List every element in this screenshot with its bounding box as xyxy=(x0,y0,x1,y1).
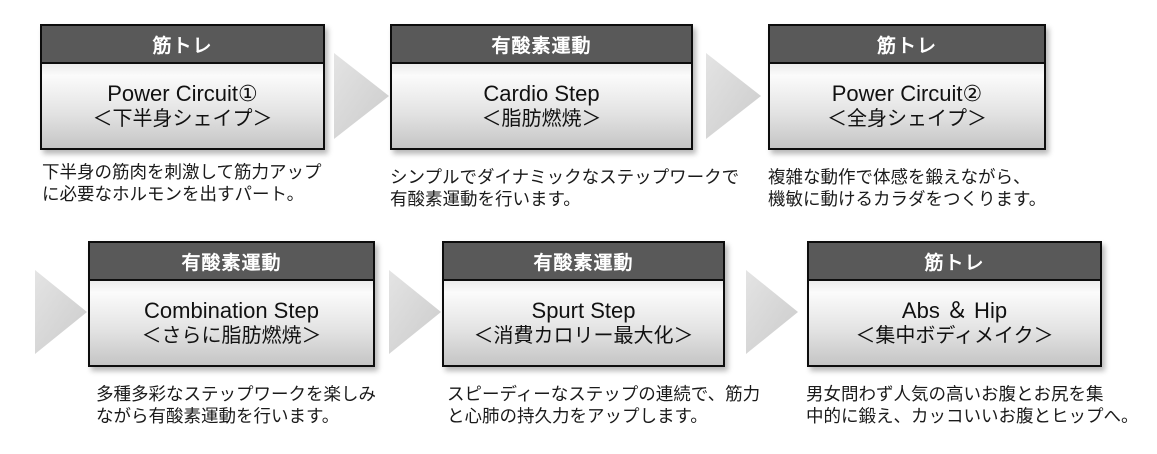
step-title: Abs ＆ Hip xyxy=(901,297,1008,323)
description-line: 下半身の筋肉を刺激して筋力アップ xyxy=(42,162,322,182)
category-label: 有酸素運動 xyxy=(491,35,592,57)
description-line: ながら有酸素運動を行います。 xyxy=(96,405,340,426)
right-arrow-icon xyxy=(746,270,798,354)
flow-step-box-1: 筋トレ Power Circuit① ＜下半身シェイプ＞ xyxy=(40,24,325,150)
step-title: Power Circuit② xyxy=(831,80,983,106)
step-description: シンプルでダイナミックなステップワークで 有酸素運動を行います。 xyxy=(390,167,739,210)
description-line: に必要なホルモンを出すパート。 xyxy=(42,183,305,204)
flow-step-box-3: 筋トレ Power Circuit② ＜全身シェイプ＞ xyxy=(768,24,1046,150)
step-subtitle: ＜下半身シェイプ＞ xyxy=(92,107,273,130)
description-line: と心肺の持久力をアップします。 xyxy=(447,405,708,426)
category-header: 有酸素運動 xyxy=(90,243,373,281)
right-arrow-icon xyxy=(35,270,87,354)
step-title: Cardio Step xyxy=(483,80,600,106)
category-header: 筋トレ xyxy=(809,243,1100,281)
right-arrow-icon xyxy=(706,53,761,139)
step-description: 複雑な動作で体感を鍛えながら、 機敏に動けるカラダをつくります。 xyxy=(768,167,1046,210)
description-line: 多種多彩なステップワークを楽しみ xyxy=(96,384,376,404)
step-title: Spurt Step xyxy=(531,297,636,323)
step-body: Spurt Step ＜消費カロリー最大化＞ xyxy=(444,281,723,365)
step-body: Combination Step ＜さらに脂肪燃焼＞ xyxy=(90,281,373,365)
category-label: 筋トレ xyxy=(152,35,213,57)
step-subtitle: ＜脂肪燃焼＞ xyxy=(481,107,602,130)
step-body: Power Circuit② ＜全身シェイプ＞ xyxy=(770,64,1044,148)
step-subtitle: ＜さらに脂肪燃焼＞ xyxy=(141,324,322,347)
step-subtitle: ＜消費カロリー最大化＞ xyxy=(473,324,694,347)
step-title: Combination Step xyxy=(144,297,319,323)
category-label: 筋トレ xyxy=(876,35,937,57)
step-body: Power Circuit① ＜下半身シェイプ＞ xyxy=(42,64,323,148)
right-arrow-icon xyxy=(389,270,441,354)
description-line: 中的に鍛え、カッコいいお腹とヒップへ。 xyxy=(806,405,1139,426)
step-subtitle: ＜集中ボディメイク＞ xyxy=(855,324,1054,347)
flow-step-box-6: 筋トレ Abs ＆ Hip ＜集中ボディメイク＞ xyxy=(807,241,1102,367)
category-label: 有酸素運動 xyxy=(181,252,282,274)
step-description: 多種多彩なステップワークを楽しみ ながら有酸素運動を行います。 xyxy=(96,384,376,427)
category-header: 筋トレ xyxy=(770,26,1044,64)
category-header: 筋トレ xyxy=(42,26,323,64)
step-description: 男女問わず人気の高いお腹とお尻を集 中的に鍛え、カッコいいお腹とヒップへ。 xyxy=(806,384,1139,427)
category-label: 筋トレ xyxy=(924,252,985,274)
description-line: 複雑な動作で体感を鍛えながら、 xyxy=(768,167,1031,187)
category-label: 有酸素運動 xyxy=(533,252,634,274)
step-title: Power Circuit① xyxy=(107,80,258,106)
step-description: 下半身の筋肉を刺激して筋力アップ に必要なホルモンを出すパート。 xyxy=(42,162,321,205)
description-line: スピーディーなステップの連続で、筋力 xyxy=(447,384,761,404)
category-header: 有酸素運動 xyxy=(392,26,691,64)
category-header: 有酸素運動 xyxy=(444,243,723,281)
step-body: Cardio Step ＜脂肪燃焼＞ xyxy=(392,64,691,148)
right-arrow-icon xyxy=(334,53,389,139)
description-line: シンプルでダイナミックなステップワークで xyxy=(390,167,740,187)
flow-step-box-2: 有酸素運動 Cardio Step ＜脂肪燃焼＞ xyxy=(390,24,693,150)
description-line: 有酸素運動を行います。 xyxy=(390,188,581,209)
step-body: Abs ＆ Hip ＜集中ボディメイク＞ xyxy=(809,281,1100,365)
flow-step-box-4: 有酸素運動 Combination Step ＜さらに脂肪燃焼＞ xyxy=(88,241,375,367)
flow-step-box-5: 有酸素運動 Spurt Step ＜消費カロリー最大化＞ xyxy=(442,241,725,367)
description-line: 機敏に動けるカラダをつくります。 xyxy=(768,188,1047,209)
step-subtitle: ＜全身シェイプ＞ xyxy=(827,107,987,130)
step-description: スピーディーなステップの連続で、筋力 と心肺の持久力をアップします。 xyxy=(447,384,760,427)
description-line: 男女問わず人気の高いお腹とお尻を集 xyxy=(806,384,1104,404)
